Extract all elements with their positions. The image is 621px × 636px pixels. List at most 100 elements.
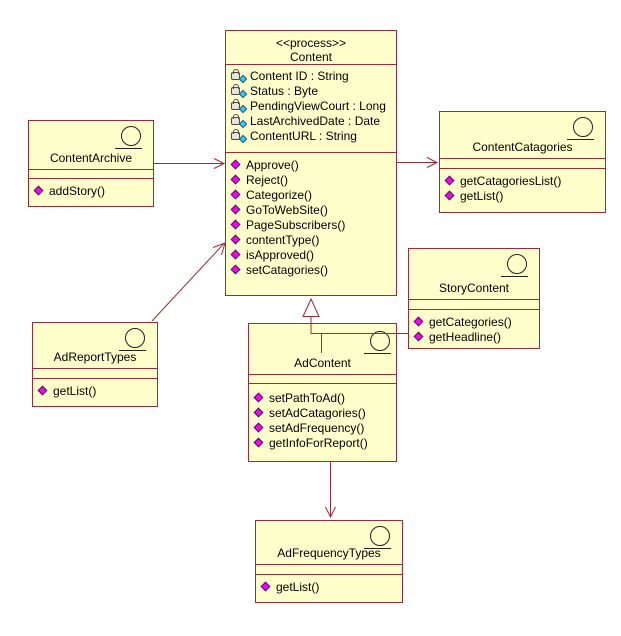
empty-attributes-compartment xyxy=(256,564,402,574)
class-name: ContentArchive xyxy=(49,151,133,165)
operation-label: getInfoForReport() xyxy=(269,435,368,450)
generalization-triangle-icon xyxy=(302,297,320,317)
empty-attributes-compartment xyxy=(33,368,157,378)
attribute-label: PendingViewCourt : Long xyxy=(250,98,386,113)
attribute-label: Status : Byte xyxy=(250,83,319,98)
class-ad-report-types-title: AdReportTypes xyxy=(33,323,157,368)
operation-label: PageSubscribers() xyxy=(246,217,346,232)
class-ad-content-title: AdContent xyxy=(249,324,396,374)
operation-label: Approve() xyxy=(246,157,299,172)
operation-icon xyxy=(253,422,264,433)
class-name: StoryContent xyxy=(438,281,510,295)
operation-label: setAdCatagories() xyxy=(269,405,366,420)
operation-row: Reject() xyxy=(226,172,396,187)
class-ad-frequency-types-title: AdFrequencyTypes xyxy=(256,521,402,564)
attribute-row: ContentURL : String xyxy=(226,128,396,144)
class-content-catagories[interactable]: ContentCatagories getCatagoriesList() ge… xyxy=(439,111,606,213)
operation-label: addStory() xyxy=(49,183,106,198)
attribute-label: LastArchivedDate : Date xyxy=(250,113,381,128)
operation-icon xyxy=(230,189,241,200)
class-ad-frequency-types-operations: getList() xyxy=(256,574,402,602)
operation-icon xyxy=(33,185,44,196)
operation-icon xyxy=(444,190,455,201)
empty-attributes-compartment xyxy=(249,374,396,383)
class-content-attributes: Content ID : String Status : Byte Pendin… xyxy=(226,64,396,152)
operation-label: setCatagories() xyxy=(246,262,329,277)
class-content-catagories-operations: getCatagoriesList() getList() xyxy=(440,168,605,212)
operation-row: contentType() xyxy=(226,232,396,247)
private-attribute-icon xyxy=(231,69,248,84)
empty-attributes-compartment xyxy=(409,299,539,309)
operation-icon xyxy=(230,234,241,245)
class-story-content[interactable]: StoryContent getCategories() getHeadline… xyxy=(408,248,540,349)
class-content-archive-operations: addStory() xyxy=(29,178,153,206)
operation-row: getList() xyxy=(33,383,157,398)
operation-label: setPathToAd() xyxy=(269,390,346,405)
class-circle-icon xyxy=(364,331,391,355)
open-arrowhead-icon xyxy=(325,506,336,519)
operation-icon xyxy=(413,331,424,342)
operation-icon xyxy=(230,204,241,215)
operation-label: getHeadline() xyxy=(429,329,502,344)
class-ad-report-types-operations: getList() xyxy=(33,378,157,406)
operation-label: setAdFrequency() xyxy=(269,420,365,435)
class-ad-report-types[interactable]: AdReportTypes getList() xyxy=(32,322,158,407)
class-story-content-operations: getCategories() getHeadline() xyxy=(409,309,539,348)
class-story-content-title: StoryContent xyxy=(409,249,539,299)
private-attribute-icon xyxy=(231,114,248,129)
open-arrowhead-icon xyxy=(213,158,226,169)
class-name: AdReportTypes xyxy=(53,350,137,364)
class-content-archive[interactable]: ContentArchive addStory() xyxy=(28,120,154,207)
attribute-row: LastArchivedDate : Date xyxy=(226,113,396,129)
class-ad-content[interactable]: AdContent setPathToAd() setAdCatagories(… xyxy=(248,323,397,462)
operation-label: getCategories() xyxy=(429,314,512,329)
operation-row: getList() xyxy=(440,188,605,203)
association-adreporttypes-to-content xyxy=(151,242,226,322)
operation-icon xyxy=(253,407,264,418)
operation-row: setPathToAd() xyxy=(249,390,396,405)
open-arrowhead-icon xyxy=(426,157,439,168)
operation-icon xyxy=(37,385,48,396)
class-content-catagories-title: ContentCatagories xyxy=(440,112,605,158)
operation-row: getCategories() xyxy=(409,314,539,329)
attribute-label: Content ID : String xyxy=(250,68,349,83)
operation-row: getList() xyxy=(256,579,402,594)
class-circle-icon xyxy=(364,526,391,550)
operation-row: setCatagories() xyxy=(226,262,396,277)
class-content-title: <<process>> Content xyxy=(226,31,396,64)
class-ad-frequency-types[interactable]: AdFrequencyTypes getList() xyxy=(255,520,403,603)
class-circle-icon xyxy=(501,254,528,278)
class-name: ContentCatagories xyxy=(472,140,573,154)
operation-label: Categorize() xyxy=(246,187,313,202)
attribute-row: Content ID : String xyxy=(226,68,396,84)
operation-icon xyxy=(230,174,241,185)
class-name: Content xyxy=(289,50,333,64)
private-attribute-icon xyxy=(231,129,248,144)
association-adcontent-to-adfrequencytypes xyxy=(325,462,336,519)
operation-row: Approve() xyxy=(226,157,396,172)
class-ad-content-operations: setPathToAd() setAdCatagories() setAdFre… xyxy=(249,383,396,461)
class-content[interactable]: <<process>> Content Content ID : String … xyxy=(225,30,397,296)
class-content-operations: Approve() Reject() Categorize() GoToWebS… xyxy=(226,152,396,295)
operation-row: getInfoForReport() xyxy=(249,435,396,450)
operation-row: setAdFrequency() xyxy=(249,420,396,435)
operation-label: getList() xyxy=(276,579,320,594)
private-attribute-icon xyxy=(231,84,248,99)
operation-row: isApproved() xyxy=(226,247,396,262)
operation-row: getHeadline() xyxy=(409,329,539,344)
operation-label: Reject() xyxy=(246,172,289,187)
operation-icon xyxy=(230,249,241,260)
class-circle-icon xyxy=(115,126,142,150)
association-contentarchive-to-content xyxy=(154,158,226,169)
operation-icon xyxy=(253,392,264,403)
operation-label: isApproved() xyxy=(246,247,315,262)
operation-icon xyxy=(444,175,455,186)
operation-icon xyxy=(260,581,271,592)
class-circle-icon xyxy=(119,328,146,352)
class-circle-icon xyxy=(567,117,594,141)
operation-row: Categorize() xyxy=(226,187,396,202)
class-name: AdContent xyxy=(294,356,351,370)
operation-row: GoToWebSite() xyxy=(226,202,396,217)
operation-row: PageSubscribers() xyxy=(226,217,396,232)
operation-row: addStory() xyxy=(29,183,153,198)
